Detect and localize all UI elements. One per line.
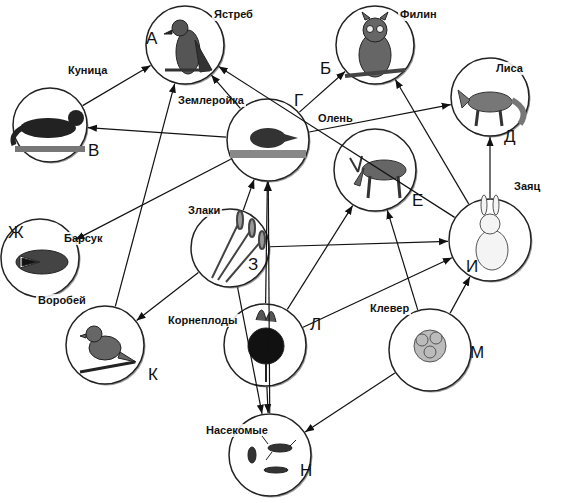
node-circle-outline: [334, 129, 416, 211]
node-letter: Г: [294, 92, 303, 109]
food-web-node: ЕОлень: [333, 128, 417, 212]
node-letter: Л: [310, 316, 321, 333]
node-circle-outline: [449, 199, 531, 281]
node-circle: [333, 128, 417, 212]
food-arrow: [309, 105, 450, 132]
node-circle-outline: [66, 306, 144, 384]
organism-name: Лиса: [494, 62, 525, 75]
node-circle-outline: [191, 209, 269, 287]
food-web-node: ИЗаяц: [448, 198, 532, 282]
organism-name: Олень: [316, 112, 355, 125]
node-circle: [226, 98, 310, 182]
food-web-node: ЖБарсук: [0, 218, 80, 298]
food-arrow: [450, 277, 470, 313]
organism-name: Воробей: [36, 294, 88, 307]
organism-name: Клевер: [368, 302, 411, 315]
food-arrow: [243, 180, 254, 211]
organism-name: Землеройка: [176, 94, 246, 107]
organism-name: Барсук: [62, 232, 104, 245]
food-arrow: [489, 137, 490, 198]
node-circle-outline: [1, 219, 79, 297]
food-web-node: БФилин: [335, 5, 415, 85]
node-circle: [190, 208, 270, 288]
food-web-node: МКлевер: [388, 308, 472, 392]
food-web-node: КВоробей: [65, 305, 145, 385]
organism-name: Корнеплоды: [166, 314, 239, 327]
food-arrow: [299, 72, 345, 113]
node-circle-outline: [227, 99, 309, 181]
food-arrow: [267, 387, 268, 413]
food-web-node: ГЗемлеройка: [226, 98, 310, 182]
food-arrow: [287, 206, 352, 310]
organism-name: Злаки: [186, 204, 222, 217]
node-letter: Ж: [8, 224, 24, 241]
node-letter: К: [148, 366, 158, 383]
node-circle-outline: [13, 88, 87, 162]
node-circle: [12, 87, 88, 163]
node-letter: Б: [320, 60, 331, 77]
food-web-node: ЗЗлаки: [190, 208, 270, 288]
organism-name: Насекомые: [204, 424, 270, 437]
node-circle: [65, 305, 145, 385]
node-letter: З: [248, 256, 258, 273]
node-letter: В: [88, 142, 99, 159]
organism-name: Заяц: [512, 180, 542, 193]
node-letter: Н: [300, 462, 312, 479]
food-arrow: [88, 128, 226, 138]
food-web-node: ННасекомые: [228, 413, 312, 497]
organism-name: Ястреб: [212, 8, 255, 21]
node-letter: И: [466, 258, 478, 275]
food-arrow: [219, 67, 455, 218]
node-circle-outline: [451, 58, 529, 136]
food-arrow: [115, 84, 174, 307]
food-web-node: АЯстреб: [145, 5, 225, 85]
node-letter: Е: [412, 192, 423, 209]
node-letter: А: [146, 30, 157, 47]
node-circle: [448, 198, 532, 282]
food-arrow: [270, 241, 448, 246]
node-circle-outline: [389, 309, 471, 391]
node-letter: Д: [504, 128, 516, 145]
node-letter: М: [470, 344, 484, 361]
organism-name: Филин: [398, 8, 439, 21]
food-arrow: [305, 373, 395, 432]
organism-name: Куница: [66, 64, 109, 77]
food-arrow: [387, 210, 417, 310]
food-web-node: ДЛиса: [450, 57, 530, 137]
node-circle: [388, 308, 472, 392]
food-web-node: ЛКорнеплоды: [223, 303, 307, 387]
food-web-node: ВКуница: [12, 87, 88, 163]
